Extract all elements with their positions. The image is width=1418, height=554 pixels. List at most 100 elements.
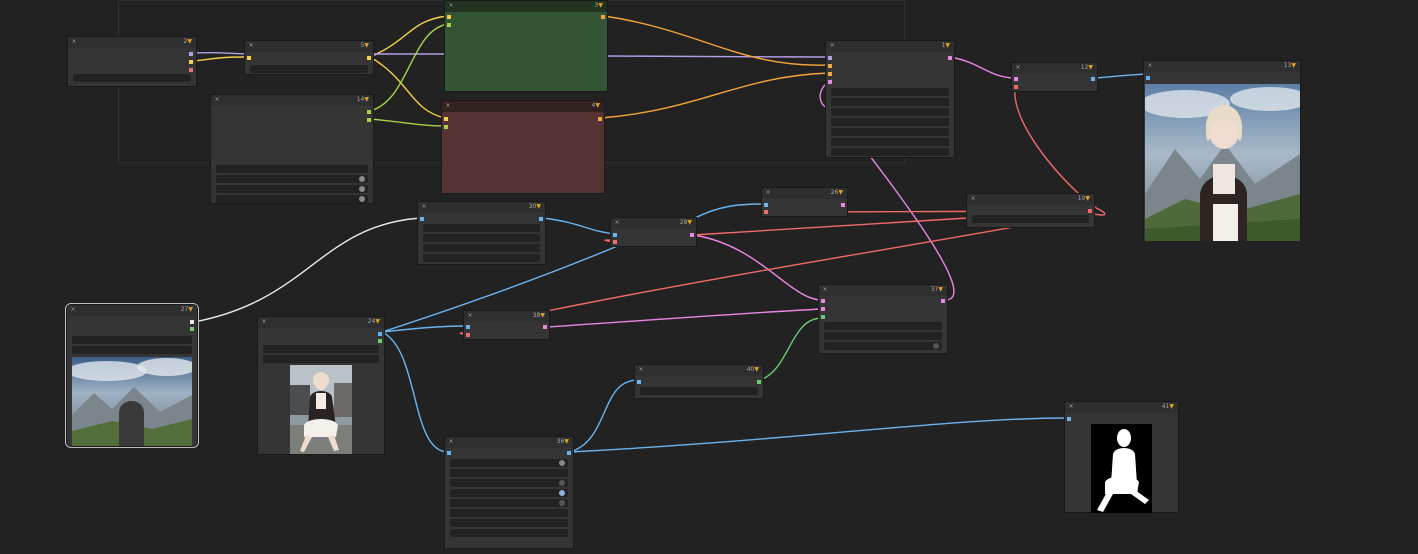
node-widget[interactable] — [831, 108, 949, 116]
node-collapse-icon[interactable]: × — [467, 312, 473, 319]
output-slot-latent[interactable] — [841, 203, 845, 207]
node-collapse-icon[interactable]: × — [448, 438, 454, 445]
node-widget[interactable] — [216, 175, 368, 183]
output-slot-image[interactable] — [1091, 77, 1095, 81]
node-collapse-icon[interactable]: × — [261, 318, 267, 325]
graph-node[interactable]: × 12▼ — [1011, 62, 1098, 92]
input-slot-mask[interactable] — [821, 315, 825, 319]
node-collapse-icon[interactable]: × — [248, 42, 254, 49]
output-slot-model[interactable] — [189, 52, 193, 56]
input-slot-clip[interactable] — [447, 15, 451, 19]
node-widget[interactable] — [831, 118, 949, 126]
node-widget[interactable] — [423, 244, 540, 252]
graph-node[interactable]: × 30▼ — [417, 201, 546, 265]
node-widget[interactable] — [263, 355, 379, 363]
output-slot-latent[interactable] — [690, 233, 694, 237]
node-collapse-icon[interactable]: × — [822, 286, 828, 293]
node-widget[interactable] — [450, 499, 568, 507]
graph-node[interactable]: × 28▼ — [610, 217, 697, 247]
node-title-bar[interactable] — [68, 37, 196, 48]
node-widget[interactable] — [824, 342, 942, 350]
input-slot-clip[interactable] — [447, 23, 451, 27]
graph-node[interactable]: × 1▼ — [825, 40, 955, 158]
graph-node[interactable]: × 36▼ — [444, 436, 574, 549]
node-collapse-icon[interactable]: × — [638, 366, 644, 373]
input-slot-latent[interactable] — [821, 307, 825, 311]
graph-node[interactable]: × 24▼ — [257, 316, 385, 455]
input-slot-image[interactable] — [420, 217, 424, 221]
output-slot-clip[interactable] — [189, 60, 193, 64]
input-slot-image[interactable] — [764, 203, 768, 207]
node-widget[interactable] — [72, 336, 192, 344]
node-widget[interactable] — [423, 234, 540, 242]
input-slot-vae[interactable] — [613, 240, 617, 244]
node-collapse-icon[interactable]: × — [70, 306, 76, 313]
output-slot-latent[interactable] — [543, 325, 547, 329]
input-slot-clip[interactable] — [444, 117, 448, 121]
node-collapse-icon[interactable]: × — [421, 203, 427, 210]
input-slot-image[interactable] — [1146, 76, 1150, 80]
node-widget[interactable] — [216, 165, 368, 173]
widget-knob-icon[interactable] — [559, 460, 565, 466]
node-widget[interactable] — [450, 459, 568, 467]
node-widget[interactable] — [831, 98, 949, 106]
node-collapse-icon[interactable]: × — [214, 96, 220, 103]
input-slot-vae[interactable] — [466, 333, 470, 337]
node-widget[interactable] — [831, 138, 949, 146]
input-slot-image[interactable] — [447, 451, 451, 455]
node-collapse-icon[interactable]: × — [445, 102, 451, 109]
node-title-bar[interactable] — [67, 305, 197, 316]
node-widget[interactable] — [450, 509, 568, 517]
output-slot-clip[interactable] — [367, 56, 371, 60]
output-slot-conditioning[interactable] — [598, 117, 602, 121]
widget-knob-icon[interactable] — [559, 490, 565, 496]
node-collapse-icon[interactable]: × — [970, 195, 976, 202]
widget-knob-icon[interactable] — [359, 196, 365, 202]
graph-node[interactable]: × 14▼ — [210, 94, 374, 204]
node-widget[interactable] — [73, 74, 191, 82]
input-slot-negative[interactable] — [828, 72, 832, 76]
graph-node[interactable]: × 10▼ — [966, 193, 1095, 228]
node-title-bar[interactable] — [1012, 63, 1097, 74]
node-title-bar[interactable] — [1144, 61, 1300, 72]
node-widget[interactable] — [216, 185, 368, 193]
node-collapse-icon[interactable]: × — [829, 42, 835, 49]
widget-knob-icon[interactable] — [359, 186, 365, 192]
node-title-bar[interactable] — [464, 311, 549, 322]
output-slot-image[interactable] — [190, 320, 194, 324]
node-widget[interactable] — [250, 65, 368, 73]
node-widget[interactable] — [72, 346, 192, 354]
node-widget[interactable] — [450, 519, 568, 527]
graph-node[interactable]: × 41▼ — [1064, 401, 1179, 513]
node-title-bar[interactable] — [611, 218, 696, 229]
input-slot-clip[interactable] — [247, 56, 251, 60]
graph-node[interactable]: × 26▼ — [761, 187, 848, 217]
node-collapse-icon[interactable]: × — [1147, 62, 1153, 69]
node-title-bar[interactable] — [442, 101, 604, 112]
graph-node[interactable]: × 5▼ — [244, 40, 374, 75]
input-slot-image[interactable] — [637, 380, 641, 384]
input-slot-vae[interactable] — [1014, 85, 1018, 89]
output-slot-mask[interactable] — [190, 327, 194, 331]
graph-node[interactable]: × 27▼ — [65, 303, 199, 448]
node-title-bar[interactable] — [762, 188, 847, 199]
node-collapse-icon[interactable]: × — [765, 189, 771, 196]
widget-knob-icon[interactable] — [359, 176, 365, 182]
graph-node[interactable]: × 37▼ — [818, 284, 948, 354]
node-collapse-icon[interactable]: × — [1015, 64, 1021, 71]
node-widget[interactable] — [824, 332, 942, 340]
graph-node[interactable]: × 40▼ — [634, 364, 764, 399]
graph-node[interactable]: × 38▼ — [463, 310, 550, 340]
input-slot-positive[interactable] — [828, 64, 832, 68]
input-slot-vae[interactable] — [764, 210, 768, 214]
node-widget[interactable] — [824, 322, 942, 330]
node-widget[interactable] — [640, 387, 758, 395]
node-title-bar[interactable] — [211, 95, 373, 106]
node-title-bar[interactable] — [445, 437, 573, 448]
widget-knob-icon[interactable] — [559, 480, 565, 486]
widget-knob-icon[interactable] — [559, 500, 565, 506]
input-slot-latent[interactable] — [828, 80, 832, 84]
input-slot-model[interactable] — [828, 56, 832, 60]
input-slot-latent[interactable] — [1014, 77, 1018, 81]
